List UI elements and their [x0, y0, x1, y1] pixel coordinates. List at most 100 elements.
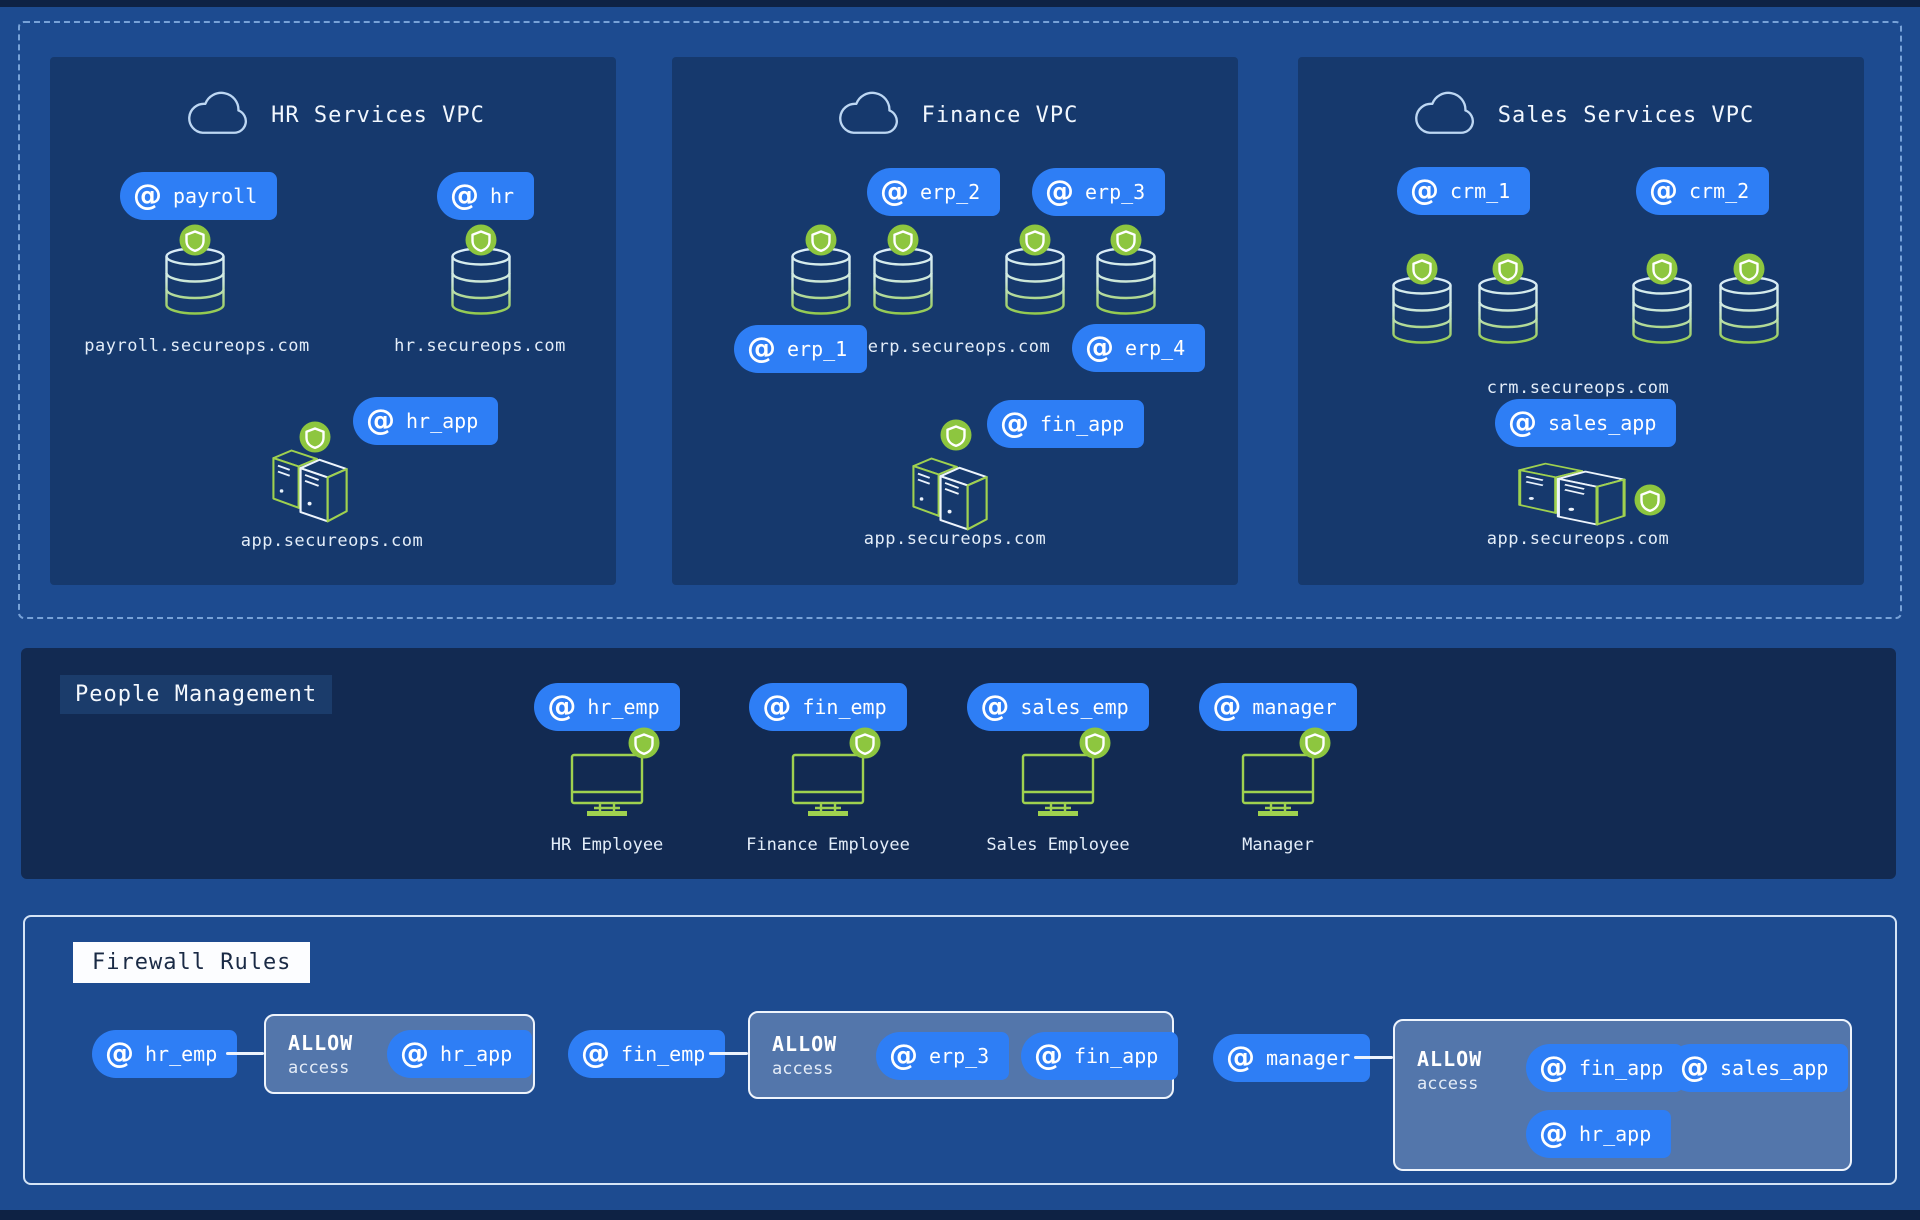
- at-icon: @: [105, 1035, 134, 1070]
- shield-badge-icon: [849, 727, 881, 759]
- at-icon: @: [1226, 1039, 1255, 1074]
- vpc-panel-finance: Finance VPC @ erp_2 @ erp_3: [672, 57, 1238, 585]
- person-label: HR Employee: [550, 835, 664, 855]
- rule-target-pill-sales-app: @ sales_app: [1667, 1044, 1849, 1092]
- tag-label: crm_2: [1689, 179, 1750, 203]
- workstation-sales: [1021, 727, 1111, 816]
- database-erp: [790, 224, 852, 316]
- person-sales-employee: @ sales_emp Sales Employee: [948, 683, 1168, 855]
- tag-label: manager: [1266, 1046, 1351, 1070]
- servers-icon: [1512, 452, 1646, 526]
- database-icon: [1718, 275, 1780, 345]
- domain-label: erp.secureops.com: [867, 337, 1051, 357]
- at-icon: @: [762, 688, 792, 723]
- firewall-rules-section: Firewall Rules @ hr_emp ALLOW access @ h…: [23, 915, 1897, 1185]
- database-icon: [1095, 246, 1157, 316]
- rule-source-pill-hr-emp: @ hr_emp: [92, 1030, 238, 1078]
- tag-pill-erp-3: @ erp_3: [1032, 168, 1166, 216]
- person-manager: @ manager Manager: [1168, 683, 1388, 855]
- monitor-icon: [791, 753, 865, 816]
- tag-label: sales_app: [1548, 411, 1657, 435]
- database-erp: [1004, 224, 1066, 316]
- vpc-panel-title: HR Services VPC: [271, 102, 485, 128]
- vpc-panel-hr-header: HR Services VPC: [50, 89, 616, 141]
- database-icon: [790, 246, 852, 316]
- shield-badge-icon: [1492, 253, 1524, 285]
- tag-label: fin_emp: [802, 695, 887, 719]
- tag-label: fin_app: [1579, 1056, 1664, 1080]
- allow-text: ALLOW: [772, 1032, 838, 1056]
- tag-label: sales_app: [1720, 1056, 1829, 1080]
- vpc-panel-sales: Sales Services VPC @ crm_1 @ crm_2: [1298, 57, 1864, 585]
- allow-label: ALLOW access: [772, 1032, 837, 1079]
- domain-label: app.secureops.com: [240, 531, 424, 551]
- at-icon: @: [450, 177, 479, 212]
- allow-box-rule-1: ALLOW access @ hr_app: [264, 1014, 535, 1094]
- at-icon: @: [747, 330, 776, 365]
- database-icon: [164, 246, 226, 316]
- tag-label: sales_emp: [1020, 695, 1129, 719]
- allow-text: ALLOW: [1417, 1047, 1483, 1071]
- servers-icon: [268, 437, 362, 523]
- tag-label: erp_3: [929, 1044, 990, 1068]
- tag-label: hr_app: [406, 409, 479, 433]
- access-text: access: [772, 1059, 834, 1079]
- firewall-rules-title: Firewall Rules: [73, 942, 311, 983]
- tag-pill-manager: @ manager: [1199, 683, 1357, 731]
- shield-badge-icon: [1733, 253, 1765, 285]
- at-icon: @: [1085, 329, 1114, 364]
- tag-label: hr_emp: [145, 1042, 218, 1066]
- shield-badge-icon: [179, 224, 211, 256]
- domain-label: app.secureops.com: [1486, 529, 1670, 549]
- tag-pill-fin-emp: @ fin_emp: [749, 683, 907, 731]
- tag-label: erp_1: [787, 337, 848, 361]
- tag-label: erp_3: [1085, 180, 1146, 204]
- connector-line: [226, 1052, 264, 1055]
- servers-icon: [908, 445, 1002, 531]
- database-erp: [1095, 224, 1157, 316]
- rule-target-pill-fin-app: @ fin_app: [1526, 1044, 1684, 1092]
- shield-badge-icon: [1646, 253, 1678, 285]
- database-hr: [450, 224, 512, 316]
- tag-pill-hr-app: @ hr_app: [353, 397, 499, 445]
- rule-target-pill-hr-app: @ hr_app: [1526, 1110, 1672, 1158]
- tag-label: fin_app: [1074, 1044, 1159, 1068]
- shield-badge-icon: [805, 224, 837, 256]
- at-icon: @: [1000, 405, 1029, 440]
- person-label: Sales Employee: [986, 835, 1130, 855]
- shield-badge-icon: [940, 419, 972, 451]
- shield-badge-icon: [299, 421, 331, 453]
- domain-label: hr.secureops.com: [394, 336, 566, 356]
- at-icon: @: [1410, 172, 1439, 207]
- database-icon: [1477, 275, 1539, 345]
- shield-badge-icon: [465, 224, 497, 256]
- tag-label: hr_app: [440, 1042, 513, 1066]
- at-icon: @: [1045, 173, 1074, 208]
- at-icon: @: [980, 688, 1010, 723]
- access-text: access: [288, 1058, 350, 1078]
- at-icon: @: [133, 177, 162, 212]
- rule-source-pill-fin-emp: @ fin_emp: [568, 1030, 726, 1078]
- domain-label: payroll.secureops.com: [84, 336, 310, 356]
- shield-badge-icon: [1079, 727, 1111, 759]
- tag-pill-erp-2: @ erp_2: [867, 168, 1001, 216]
- monitor-icon: [570, 753, 644, 816]
- shield-badge-icon: [1634, 484, 1666, 516]
- tag-pill-crm-2: @ crm_2: [1636, 167, 1770, 215]
- connector-line: [709, 1052, 748, 1055]
- tag-pill-payroll: @ payroll: [120, 172, 278, 220]
- monitor-icon: [1241, 753, 1315, 816]
- rule-target-pill-hr-app: @ hr_app: [387, 1030, 533, 1078]
- at-icon: @: [1680, 1049, 1709, 1084]
- at-icon: @: [1212, 688, 1242, 723]
- vpc-panel-title: Finance VPC: [921, 102, 1079, 128]
- tag-label: payroll: [173, 184, 258, 208]
- database-icon: [1391, 275, 1453, 345]
- tag-label: crm_1: [1450, 179, 1511, 203]
- tag-pill-sales-app: @ sales_app: [1495, 399, 1677, 447]
- tag-pill-sales-emp: @ sales_emp: [967, 683, 1149, 731]
- shield-badge-icon: [1406, 253, 1438, 285]
- vpc-panel-hr: HR Services VPC @ payroll payroll.secure…: [50, 57, 616, 585]
- vpc-container: HR Services VPC @ payroll payroll.secure…: [18, 21, 1902, 619]
